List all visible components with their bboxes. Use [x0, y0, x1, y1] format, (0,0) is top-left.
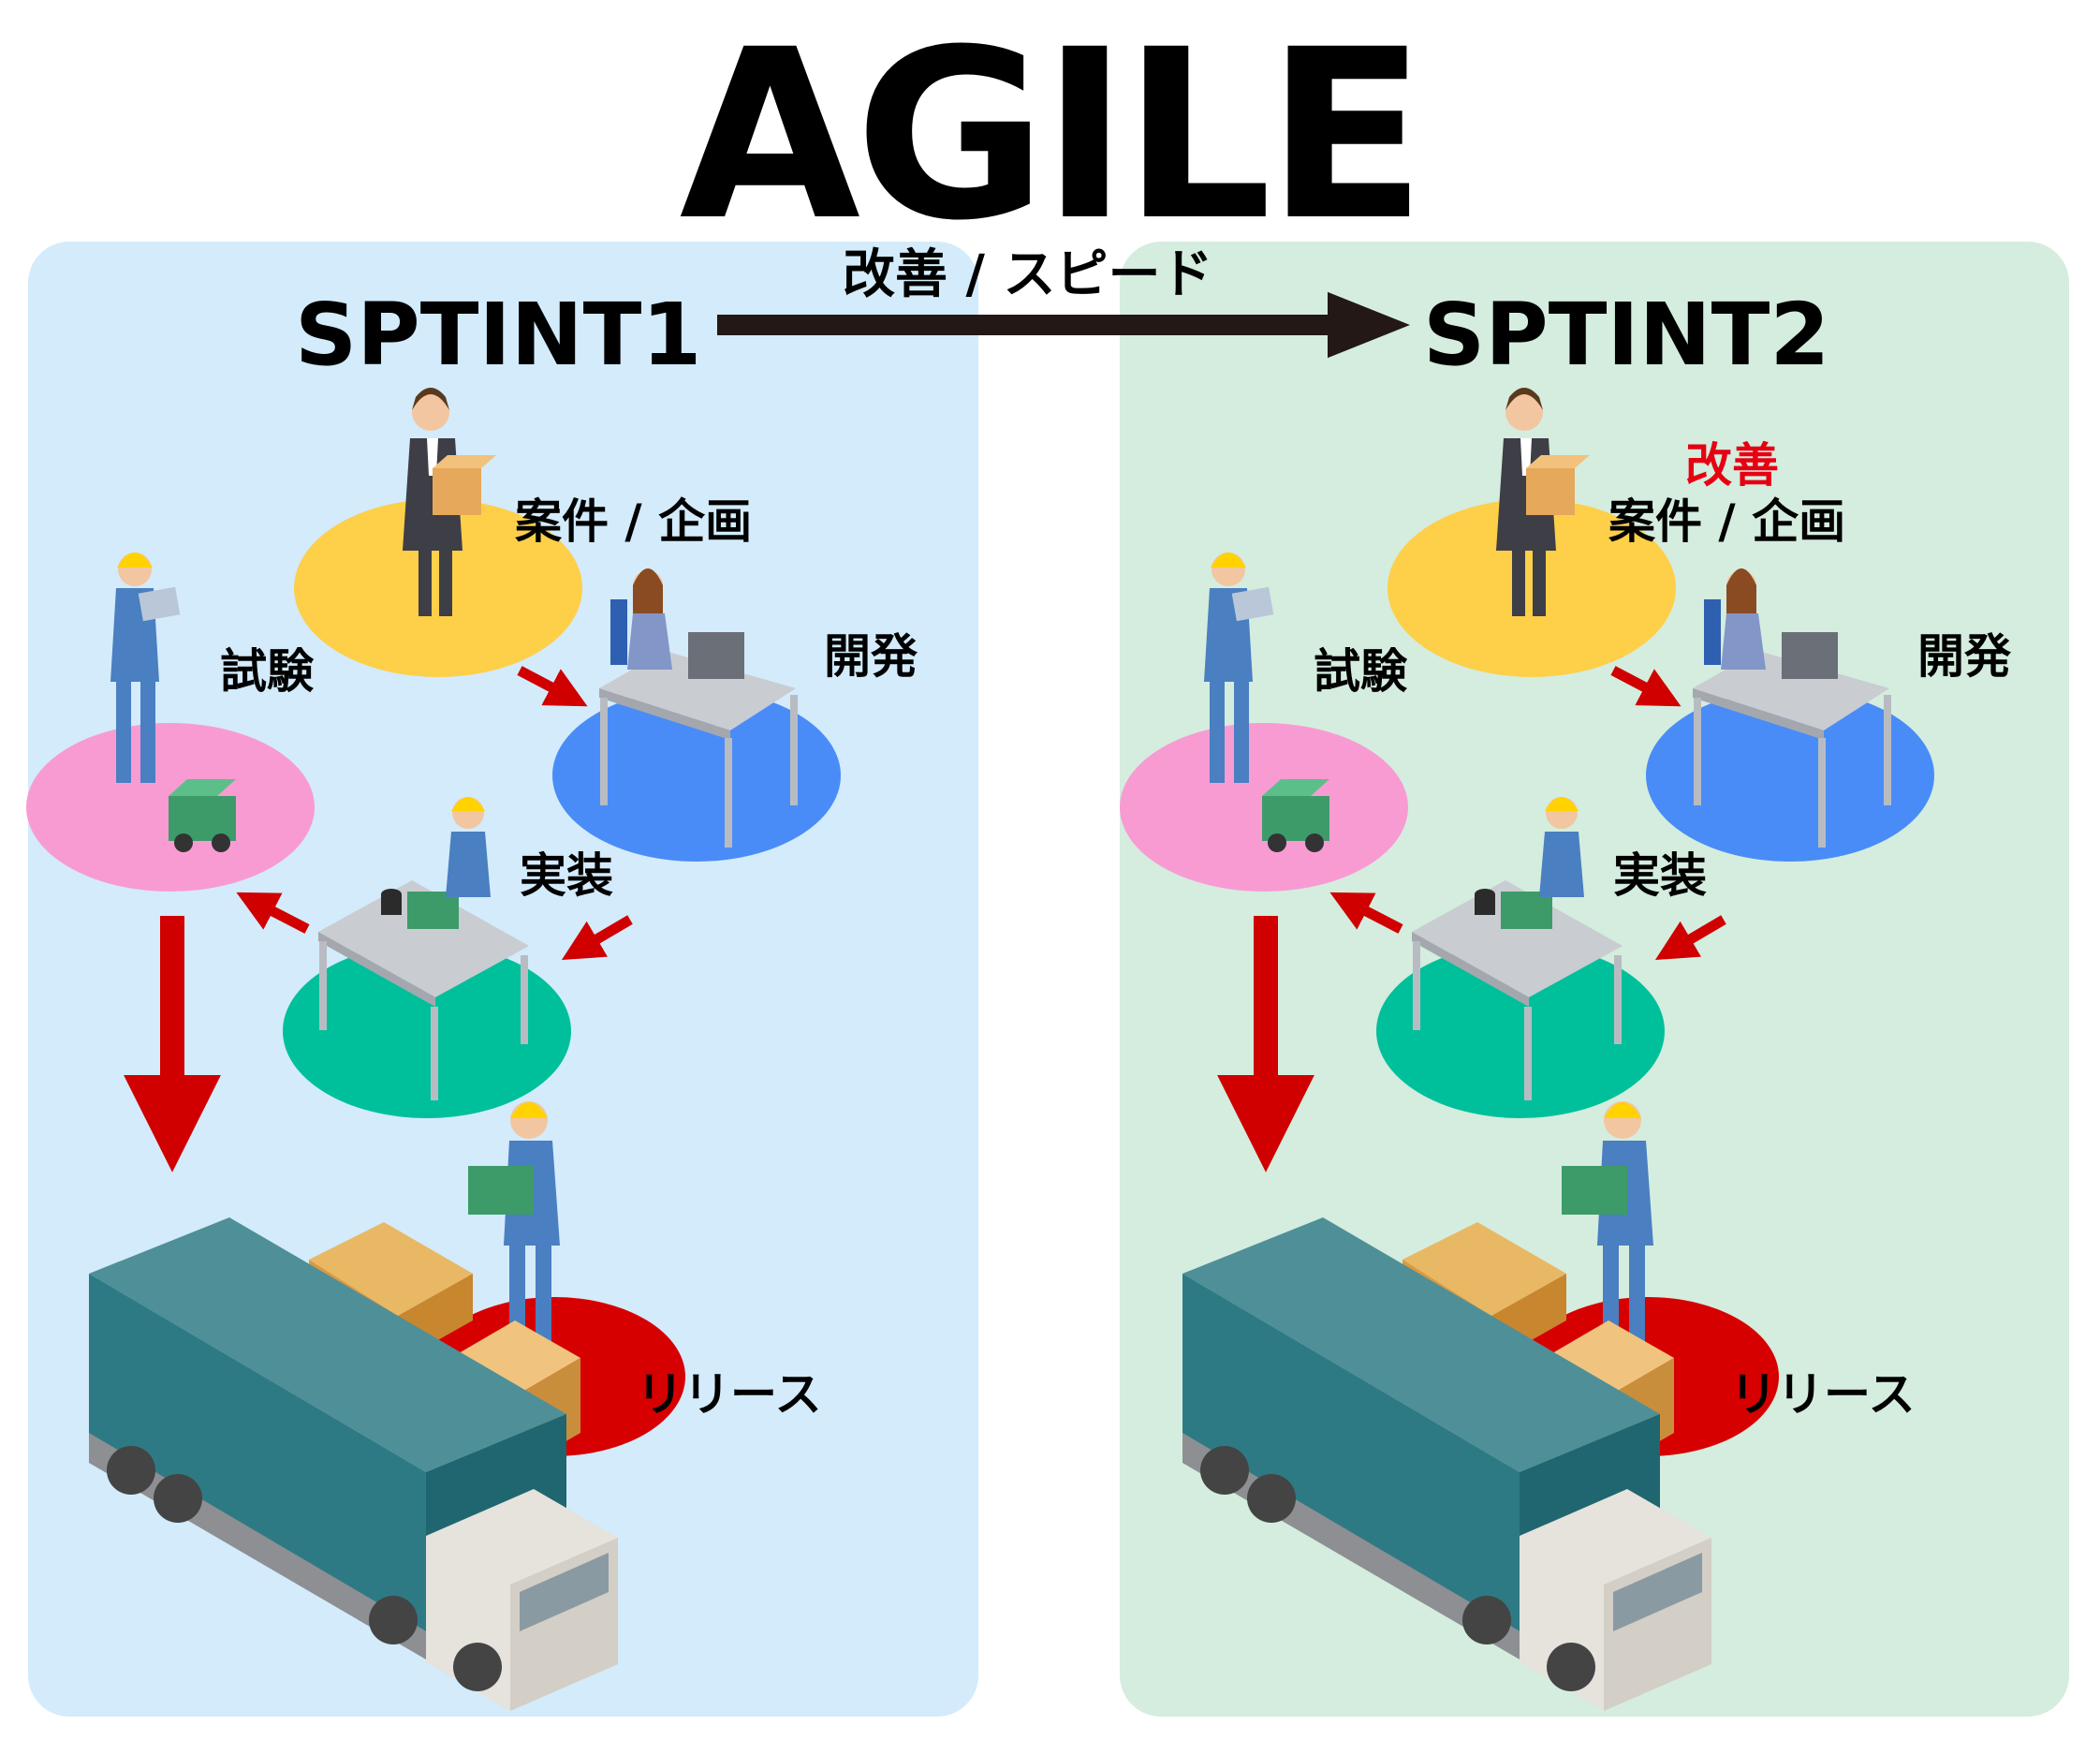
sprint1-testing-label: 試験 — [220, 644, 314, 699]
diagram-title: AGILE — [679, 0, 1427, 272]
sprint1-release-label: リリース — [637, 1367, 822, 1422]
sprint2-improvement-label: 改善 — [1685, 438, 1779, 493]
sprint1-title: SPTINT1 — [295, 285, 702, 385]
transition-label: 改善 / スピード — [843, 244, 1213, 305]
sprint1-development-label: 開発 — [824, 629, 918, 684]
sprint2-implementation-label: 実装 — [1613, 848, 1707, 903]
sprint2-title: SPTINT2 — [1423, 285, 1830, 385]
sprint2-development-label: 開発 — [1917, 629, 2011, 684]
sprint2-testing-label: 試験 — [1314, 644, 1407, 699]
sprint1-implementation-label: 実装 — [520, 848, 613, 903]
sprint2-release-label: リリース — [1730, 1367, 1916, 1422]
sprint2-planning-label: 案件 / 企画 — [1608, 494, 1846, 549]
sprint1-planning-label: 案件 / 企画 — [515, 494, 753, 549]
